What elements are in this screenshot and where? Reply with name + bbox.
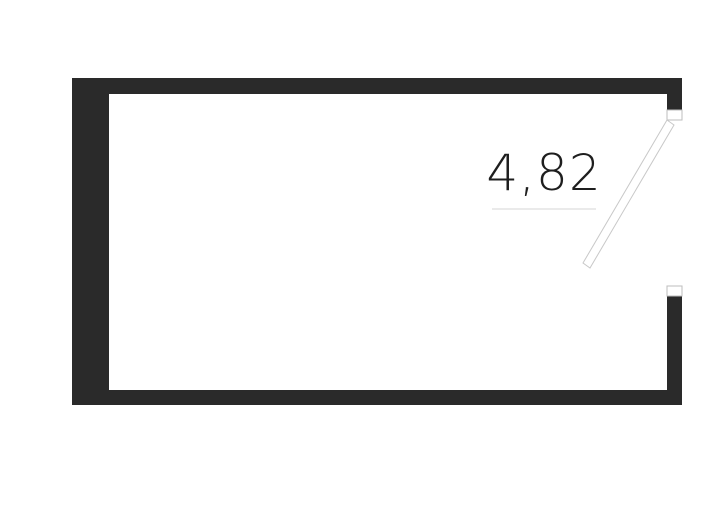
wall-right-lower [667, 296, 682, 405]
room-area-label: 4,82 [486, 144, 602, 202]
wall-left [72, 78, 109, 405]
wall-top [72, 78, 682, 94]
wall-bottom [72, 390, 682, 405]
door-jamb-top [666, 109, 683, 121]
wall-right-upper [667, 78, 682, 110]
door-jamb-bottom [666, 285, 683, 297]
door-leaf [582, 119, 675, 269]
